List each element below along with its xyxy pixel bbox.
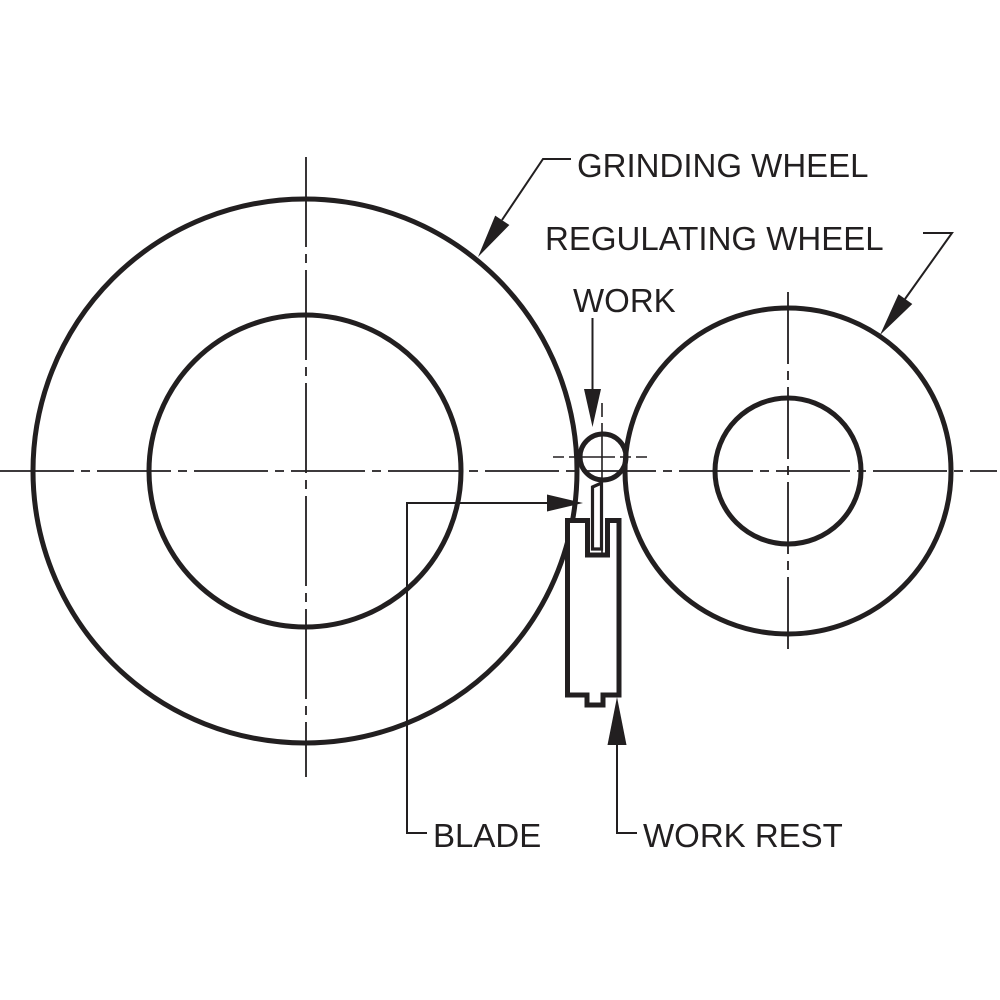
work-label: WORK xyxy=(573,282,676,319)
regulating-wheel-leader-line xyxy=(904,232,954,300)
grinding-wheel-outer-circle xyxy=(30,196,580,746)
regulating-wheel-label: REGULATING WHEEL xyxy=(545,220,884,257)
regulating-wheel-outer-circle xyxy=(622,305,954,637)
blade-outline xyxy=(590,480,604,551)
blade-leader-line xyxy=(406,502,549,834)
work-rest-arrowhead-icon xyxy=(607,697,627,745)
work-rest-leader-line xyxy=(616,743,637,834)
regulating-wheel-arrowhead-icon xyxy=(880,294,913,335)
grinding-wheel-inner-circle xyxy=(146,312,464,630)
grinding-wheel-label: GRINDING WHEEL xyxy=(577,147,869,184)
regulating-wheel-inner-circle xyxy=(712,395,864,547)
work-circle xyxy=(577,431,629,483)
work-rest-label: WORK REST xyxy=(643,817,843,854)
work-arrowhead-icon xyxy=(584,389,601,427)
grinding-wheel-arrowhead-icon xyxy=(478,215,510,257)
grinding-wheel-leader-line xyxy=(501,158,571,221)
work-rest-outline xyxy=(565,518,622,708)
blade-arrowhead-icon xyxy=(547,494,583,512)
blade-label: BLADE xyxy=(433,817,541,854)
